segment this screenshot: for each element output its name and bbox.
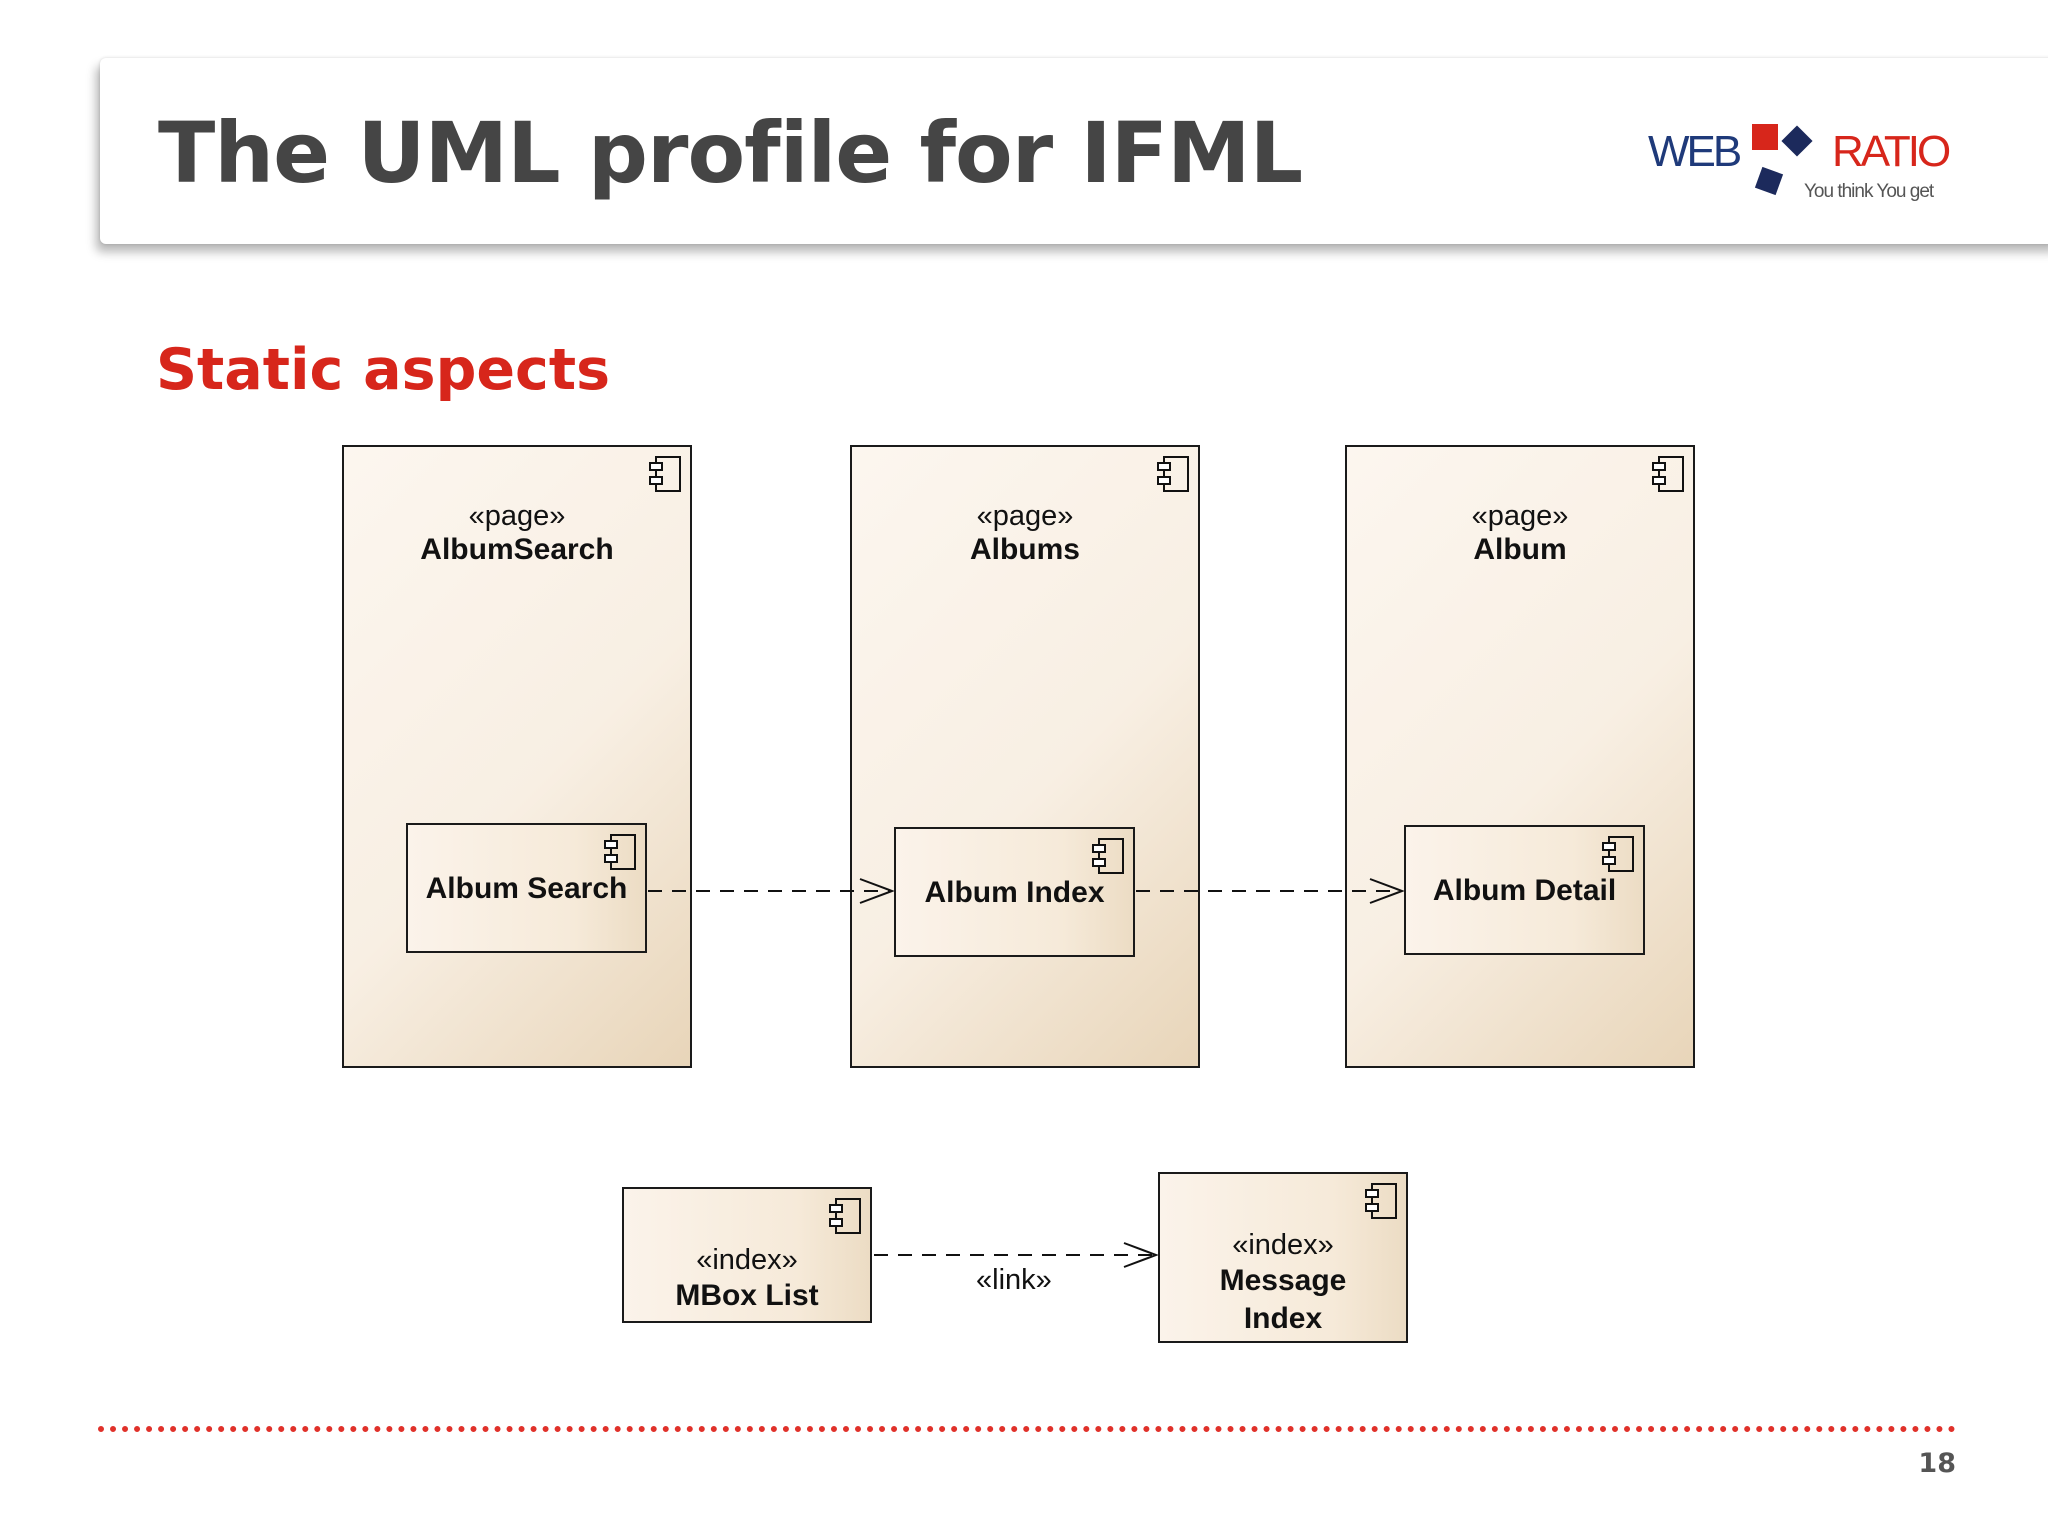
logo-word-left: WEB (1648, 127, 1741, 176)
unit-box-album-search: Album Search (406, 823, 647, 953)
link-label: «link» (976, 1264, 1052, 1296)
page-name: AlbumSearch (420, 533, 614, 566)
legend-box-mbox-list: «index» MBox List (622, 1187, 872, 1323)
component-icon (604, 834, 636, 870)
unit-label: Album Detail (1432, 874, 1617, 907)
webratio-logo: WEB RATIO You think You get (1648, 124, 1953, 202)
legend-name-line2: Index (1243, 1302, 1323, 1335)
logo-red-square (1752, 124, 1778, 150)
page-box-albumsearch: «page» AlbumSearch (342, 445, 692, 1068)
component-icon (1365, 1183, 1397, 1219)
arrowhead-icon (1123, 1242, 1159, 1268)
unit-box-album-index: Album Index (894, 827, 1135, 957)
slide-title: The UML profile for IFML (158, 104, 1303, 202)
page-stereotype: «page» (976, 500, 1074, 532)
page-box-album: «page» Album (1345, 445, 1695, 1068)
page-stereotype: «page» (468, 500, 566, 532)
unit-box-album-detail: Album Detail (1404, 825, 1645, 955)
page-stereotype: «page» (1471, 500, 1569, 532)
logo-navy-diamond (1781, 125, 1813, 157)
unit-label: Album Search (425, 872, 628, 905)
logo-word-right: RATIO (1832, 127, 1950, 176)
legend-stereotype: «index» (1232, 1229, 1334, 1261)
component-icon (1652, 456, 1684, 492)
page-box-albums: «page» Albums (850, 445, 1200, 1068)
legend-stereotype: «index» (696, 1244, 798, 1276)
page-name: Albums (969, 533, 1080, 566)
component-icon (829, 1198, 861, 1234)
unit-label: Album Index (924, 876, 1105, 909)
component-icon (1602, 836, 1634, 872)
legend-name-line1: Message (1219, 1264, 1347, 1297)
page-number: 18 (1918, 1448, 1956, 1479)
page-name: Album (1473, 533, 1567, 566)
legend-box-message-index: «index» Message Index (1158, 1172, 1408, 1343)
component-icon (649, 456, 681, 492)
logo-tagline: You think You get (1804, 181, 1935, 202)
logo-navy-square (1754, 166, 1784, 196)
header-bar (100, 58, 2048, 244)
legend-name: MBox List (675, 1279, 819, 1312)
component-icon (1157, 456, 1189, 492)
footer-divider (98, 1426, 1956, 1432)
section-title: Static aspects (156, 337, 610, 403)
component-icon (1092, 838, 1124, 874)
